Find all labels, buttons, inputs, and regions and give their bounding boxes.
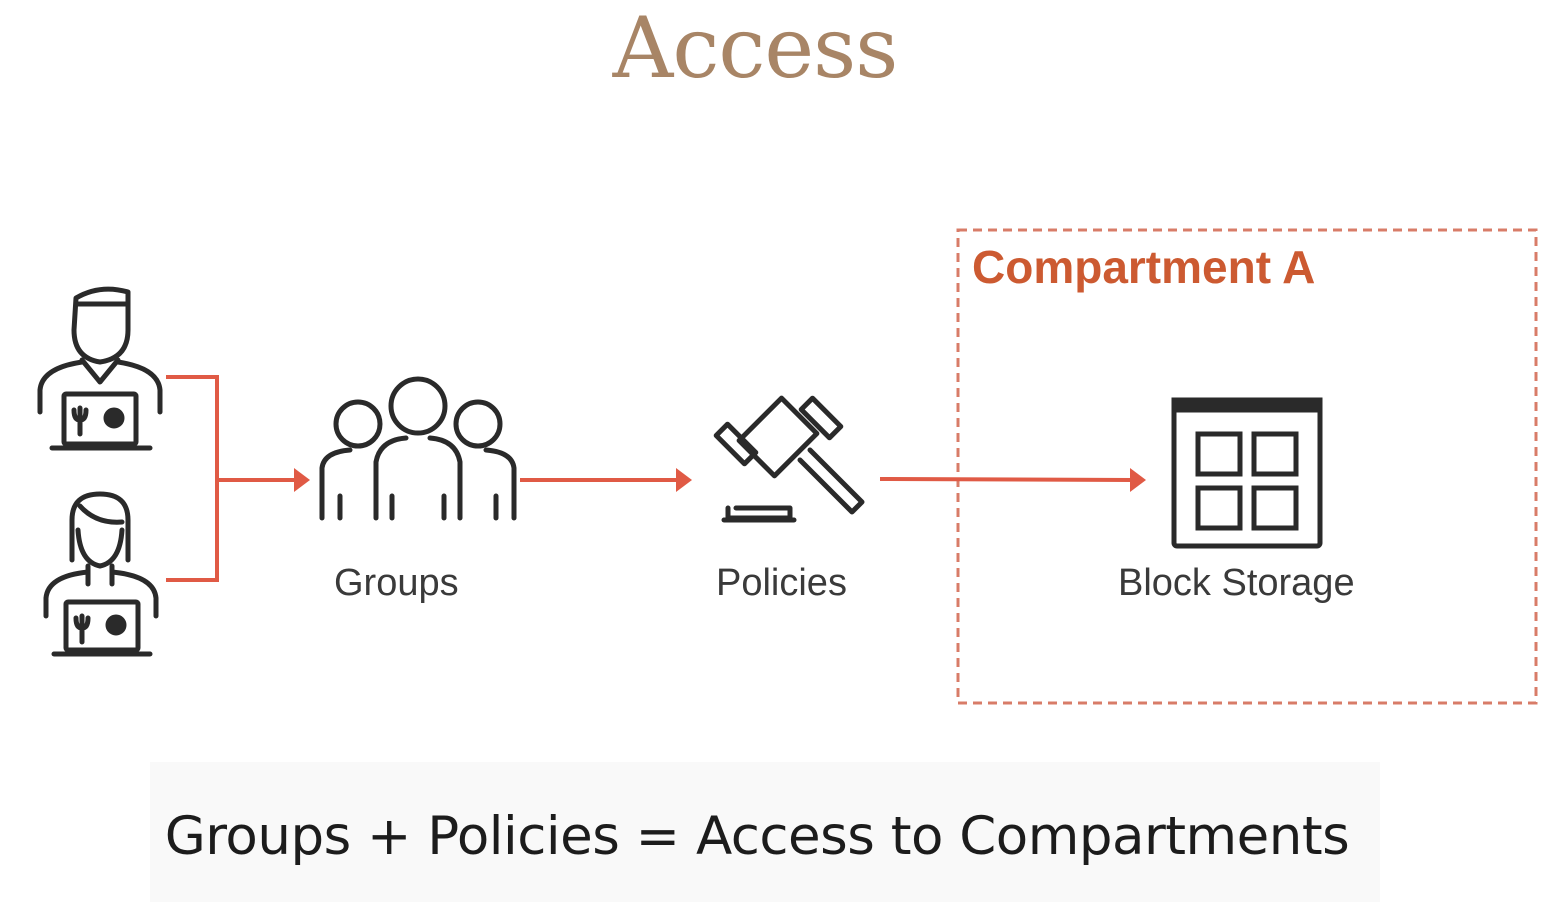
arrow-head-to-groups	[294, 468, 310, 492]
caption-band	[150, 762, 1380, 902]
gavel-icon	[713, 395, 865, 523]
user-male-icon	[37, 286, 163, 451]
arrow-head-to-policies	[676, 468, 692, 492]
block-storage-label: Block Storage	[1118, 562, 1355, 604]
page-title: Access	[612, 0, 899, 97]
block-storage-icon	[1171, 397, 1323, 549]
users-connector	[166, 375, 296, 582]
arrow-policies-to-storage	[879, 477, 1133, 482]
group-icon	[319, 376, 517, 521]
compartment-box	[956, 228, 1538, 705]
caption: Groups + Policies = Access to Compartmen…	[164, 806, 1350, 867]
policies-label: Policies	[716, 562, 847, 604]
compartment-title: Compartment A	[972, 241, 1316, 293]
arrow-head-to-storage	[1130, 468, 1146, 492]
user-female-icon	[43, 491, 159, 657]
groups-label: Groups	[334, 562, 459, 604]
